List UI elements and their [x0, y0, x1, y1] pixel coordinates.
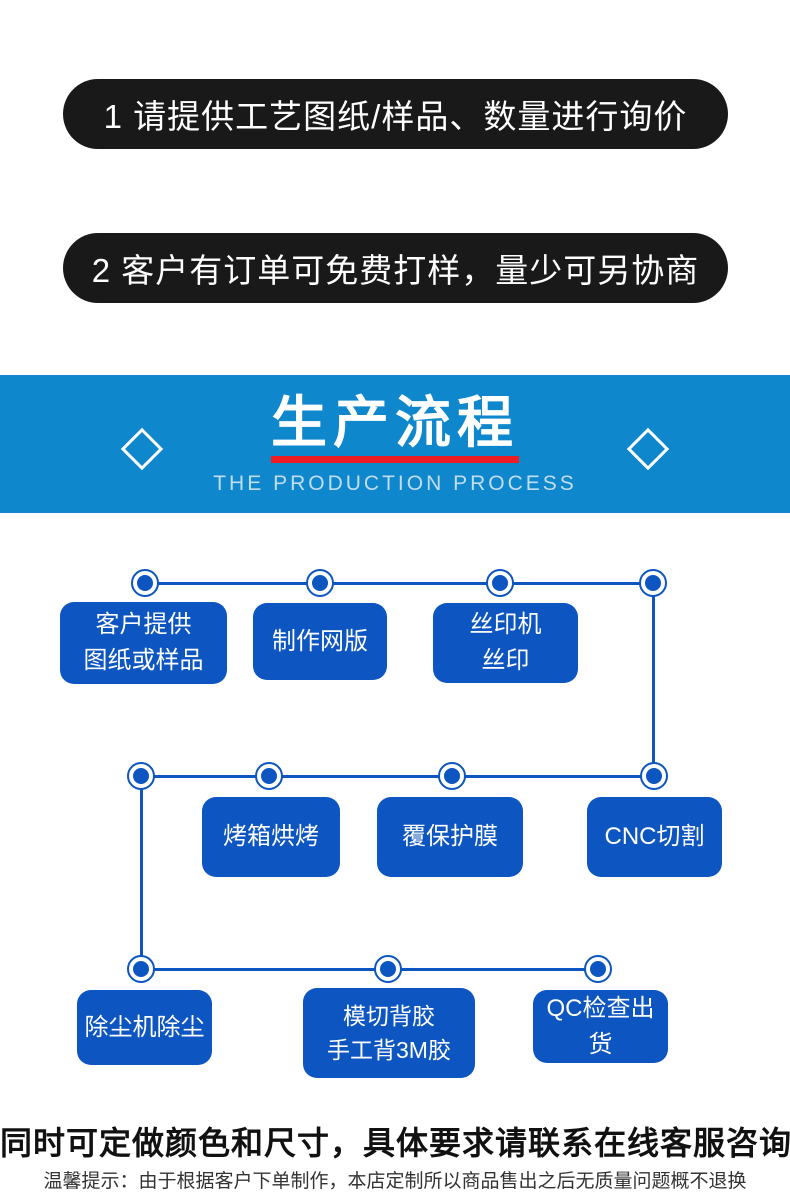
- flow-step-protective-film: 覆保护膜: [377, 797, 523, 877]
- diamond-left-icon: [121, 427, 164, 471]
- flow-line-down-right: [652, 583, 655, 776]
- flow-step-customer-artwork: 客户提供 图纸或样品: [60, 602, 227, 684]
- flow-node-icon: [438, 762, 466, 790]
- notice-2-text: 2 客户有订单可免费打样，量少可另协商: [91, 252, 700, 289]
- flow-line-row1: [145, 582, 653, 585]
- flow-step-oven-baking: 烤箱烘烤: [202, 797, 340, 877]
- flow-line-row2: [141, 775, 654, 778]
- flow-node-icon: [127, 762, 155, 790]
- flow-step-make-screen: 制作网版: [253, 603, 387, 680]
- flow-node-icon: [306, 569, 334, 597]
- flow-step-cnc-cutting: CNC切割: [587, 797, 722, 877]
- flow-node-icon: [127, 955, 155, 983]
- flow-line-down-left: [140, 776, 143, 969]
- flow-step-qc-shipping: QC检查出货: [533, 990, 668, 1063]
- flow-node-icon: [255, 762, 283, 790]
- custom-service-headline: 同时可定做颜色和尺寸，具体要求请联系在线客服咨询: [0, 1125, 790, 1161]
- section-subtitle: THE PRODUCTION PROCESS: [213, 471, 577, 495]
- flow-node-icon: [640, 762, 668, 790]
- flow-step-screen-printing: 丝印机 丝印: [433, 603, 578, 683]
- diamond-right-icon: [626, 427, 669, 471]
- flow-step-dust-removal: 除尘机除尘: [77, 990, 212, 1065]
- notice-1-text: 1 请提供工艺图纸/样品、数量进行询价: [103, 98, 688, 135]
- flow-step-die-cut-adhesive: 模切背胶 手工背3M胶: [303, 988, 475, 1078]
- notice-pill-2: 2 客户有订单可免费打样，量少可另协商: [63, 233, 728, 303]
- notice-pill-1: 1 请提供工艺图纸/样品、数量进行询价: [63, 79, 728, 149]
- flow-node-icon: [374, 955, 402, 983]
- flow-node-icon: [639, 569, 667, 597]
- section-banner: 生产流程 THE PRODUCTION PROCESS: [0, 375, 790, 513]
- flow-line-row3: [141, 968, 598, 971]
- banner-title-block: 生产流程 THE PRODUCTION PROCESS: [213, 392, 577, 496]
- flow-node-icon: [486, 569, 514, 597]
- title-underline: [271, 455, 519, 463]
- warm-tip-note: 温馨提示：由于根据客户下单制作，本店定制所以商品售出之后无质量问题概不退换: [43, 1171, 747, 1192]
- flow-node-icon: [131, 569, 159, 597]
- flow-node-icon: [584, 955, 612, 983]
- section-title: 生产流程: [271, 391, 519, 455]
